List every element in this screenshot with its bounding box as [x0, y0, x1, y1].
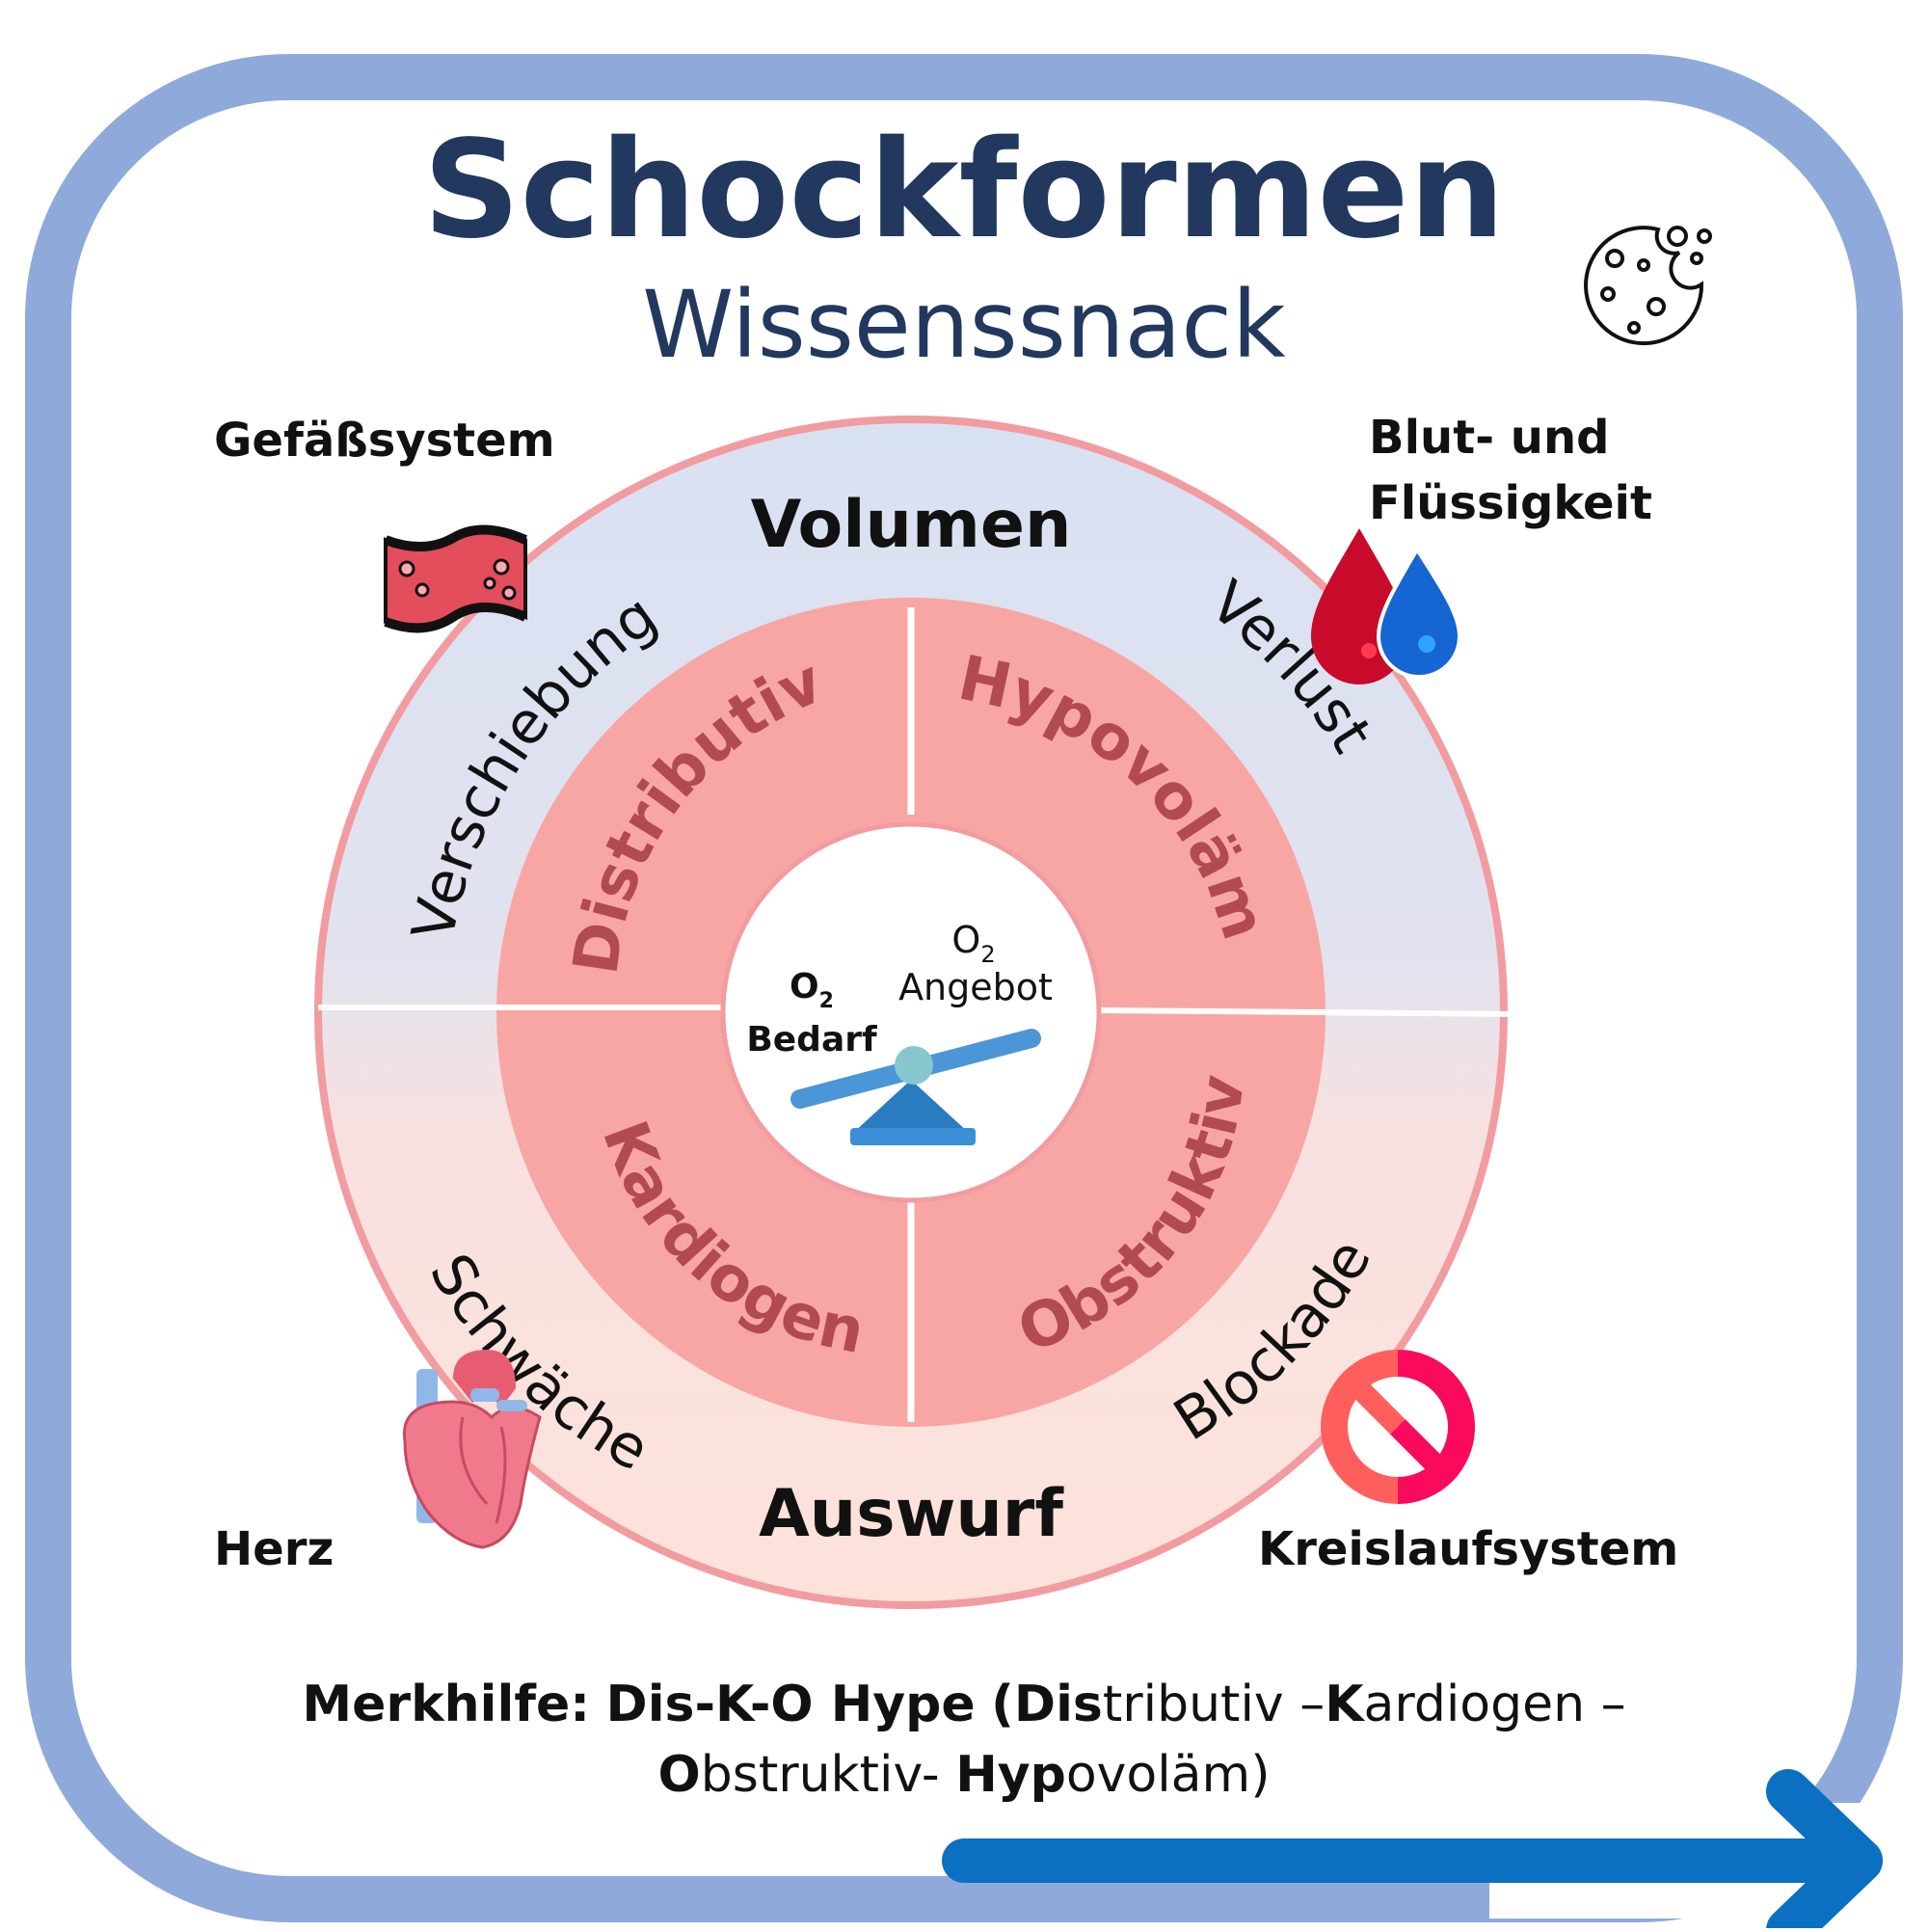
arrow-right-icon [942, 1769, 1894, 1932]
heart-icon [402, 1350, 542, 1549]
prohibited-icon [1321, 1350, 1475, 1504]
outer-frame [25, 54, 1903, 1922]
page-subtitle: Wissenssnack [642, 271, 1286, 379]
ring-label-volume: Volumen [751, 487, 1072, 563]
svg-text:O2: O2 [790, 967, 834, 1013]
ring-label-output: Auswurf [759, 1476, 1064, 1552]
o2-demand: O2 Bedarf [746, 967, 877, 1060]
cookie-icon [1584, 226, 1712, 346]
svg-text:O2: O2 [951, 919, 995, 968]
page-title: Schockformen [423, 112, 1505, 269]
corner-label-circulation: Kreislaufsystem [1258, 1522, 1678, 1576]
inner-divider-right [1098, 1007, 1326, 1015]
seesaw-icon [790, 1029, 1041, 1145]
svg-text:Bedarf: Bedarf [746, 1020, 877, 1060]
blood-vessel-icon [384, 524, 528, 633]
mnemonic-line-1: Merkhilfe: Dis-K-O Hype (Distributiv –Ka… [302, 1676, 1625, 1733]
mnemonic-line-2: Obstruktiv- Hypovoläm) [658, 1746, 1271, 1804]
center-circle [720, 821, 1102, 1203]
corner-label-fluid-2: Flüssigkeit [1369, 476, 1652, 530]
corner-label-fluid-1: Blut- und [1369, 411, 1610, 465]
corner-label-heart: Herz [214, 1522, 334, 1576]
corner-label-vessels: Gefäßsystem [214, 414, 555, 468]
o2-supply: O2 Angebot [898, 919, 1053, 1008]
svg-text:Angebot: Angebot [898, 966, 1053, 1008]
blood-drops-icon [1311, 528, 1462, 684]
